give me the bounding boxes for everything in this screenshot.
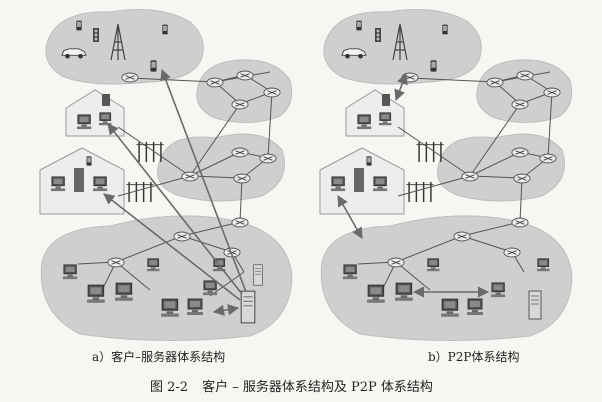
phone-icon [430, 60, 437, 72]
isp-cloud-upper [476, 59, 573, 124]
enterprise-network-cloud [320, 215, 573, 342]
p2p-panel [319, 9, 573, 342]
caption-p2p: b）P2P体系结构 [428, 350, 520, 364]
server-icon [240, 290, 256, 324]
mobile-network-cloud [323, 9, 482, 85]
isp-cloud-upper [196, 59, 293, 124]
server-icon [528, 290, 542, 320]
isp-cloud-middle [157, 133, 285, 202]
client-server-panel [39, 9, 293, 342]
utility-poles-icon [416, 142, 444, 162]
network-links [357, 71, 553, 295]
server-icon [253, 264, 263, 286]
utility-poles-icon [126, 182, 154, 202]
traffic-light-icon [93, 28, 99, 42]
utility-poles-icon [136, 142, 164, 162]
phone-icon [442, 24, 448, 35]
figure-number: 图 2-2 [150, 380, 189, 395]
phone-icon [150, 60, 157, 72]
home-network-upper [345, 89, 405, 137]
peer-arrows [337, 72, 490, 298]
home-network-upper [65, 89, 125, 137]
isp-cloud-middle [437, 133, 565, 202]
traffic-light-icon [375, 28, 381, 42]
figure-title: 客户 – 服务器体系结构及 P2P 体系结构 [202, 380, 433, 395]
request-arrows [103, 68, 247, 316]
home-network-lower [39, 147, 125, 215]
home-network-lower [319, 147, 405, 215]
phone-icon [356, 20, 362, 31]
phone-icon [162, 24, 168, 35]
figure-caption: 图 2-2 客户 – 服务器体系结构及 P2P 体系结构 [150, 376, 447, 395]
mobile-network-cloud [45, 9, 204, 85]
utility-poles-icon [406, 182, 434, 202]
phone-icon [76, 20, 82, 31]
caption-client-server: a）客户–服务器体系结构 [92, 350, 226, 364]
